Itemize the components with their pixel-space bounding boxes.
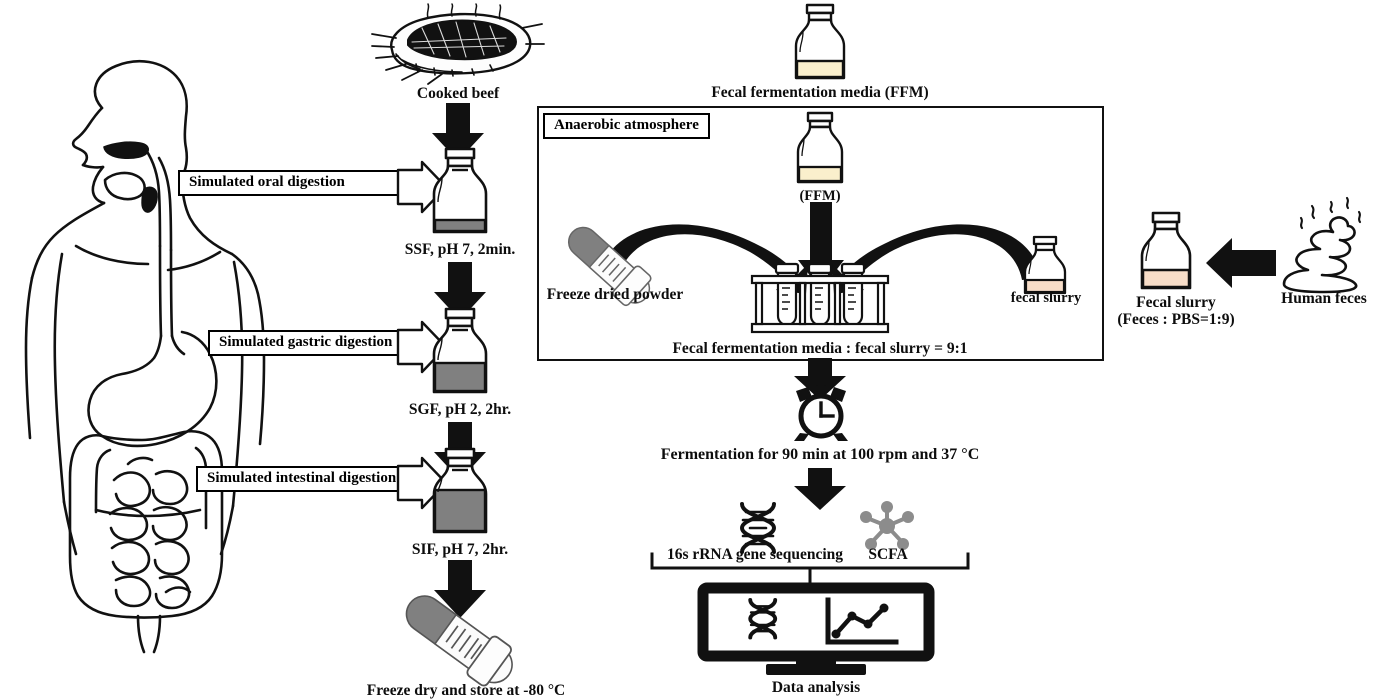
freeze-dried-sample-tube-icon [405,595,513,687]
arrow-beef-to-ssf [432,103,484,161]
sif-fill-level [433,488,487,533]
freeze-dried-powder-icon [567,226,652,307]
simulated-intestinal-digestion-label: Simulated intestinal digestion [196,466,422,492]
bottle-ffm-inner [796,111,844,184]
arrow-fermentation-to-analysis [794,468,846,510]
fecal-slurry-inner-label: fecal slurry [1010,290,1082,306]
arrow-feces-to-slurry [1206,238,1276,288]
dna-helix-icon [739,502,777,554]
ssf-fill-level [433,218,487,233]
sgf-fill-level [433,361,487,393]
data-analysis-monitor-icon [697,582,935,675]
ffm-top-label: Fecal fermentation media (FFM) [711,84,929,101]
ffm-inner-label: (FFM) [799,188,841,204]
bottle-fecal-slurry-inner [1023,235,1067,295]
vessel-sif [432,447,488,534]
human-feces-label: Human feces [1281,290,1367,307]
freeze-dry-store-label: Freeze dry and store at -80 °C [366,682,566,699]
data-analysis-label: Data analysis [771,679,861,696]
media-slurry-ratio-label: Fecal fermentation media : fecal slurry … [672,340,968,357]
vessel-sgf [432,307,488,394]
fermentation-conditions-label: Fermentation for 90 min at 100 rpm and 3… [660,446,980,463]
ssf-label: SSF, pH 7, 2min. [404,241,516,258]
sgf-label: SGF, pH 2, 2hr. [408,401,512,418]
scfa-molecule-icon [860,501,914,550]
vessel-ssf [432,147,488,234]
simulated-gastric-digestion-label: Simulated gastric digestion [208,330,420,356]
ffm-fill-level [795,59,845,79]
sequencing-label: 16s rRNA gene sequencing [666,546,844,563]
arrow-rack-to-fermentation [794,358,846,400]
arrow-sif-to-freezedry [434,560,486,618]
fecal-slurry-label-line1: Fecal slurry [1136,294,1216,311]
anaerobic-atmosphere-label: Anaerobic atmosphere [543,113,710,139]
arrow-ssf-to-sgf [434,262,486,320]
freeze-dried-powder-label: Freeze dried powder [546,286,684,303]
bottle-fecal-fermentation-media [794,3,846,80]
scfa-label: SCFA [868,546,908,563]
human-feces-icon [1282,196,1362,294]
test-tube-rack-icon [750,262,890,334]
fecal-slurry-label-line2: (Feces : PBS=1:9) [1117,311,1235,328]
bottle-fecal-slurry-prepared [1140,211,1192,290]
cooked-beef-icon [371,3,545,85]
cooked-beef-label: Cooked beef [416,85,500,102]
alarm-clock-icon [794,385,848,441]
simulated-oral-digestion-label: Simulated oral digestion [178,170,400,196]
sif-label: SIF, pH 7, 2hr. [411,541,509,558]
human-digestive-tract-illustration [24,59,266,654]
